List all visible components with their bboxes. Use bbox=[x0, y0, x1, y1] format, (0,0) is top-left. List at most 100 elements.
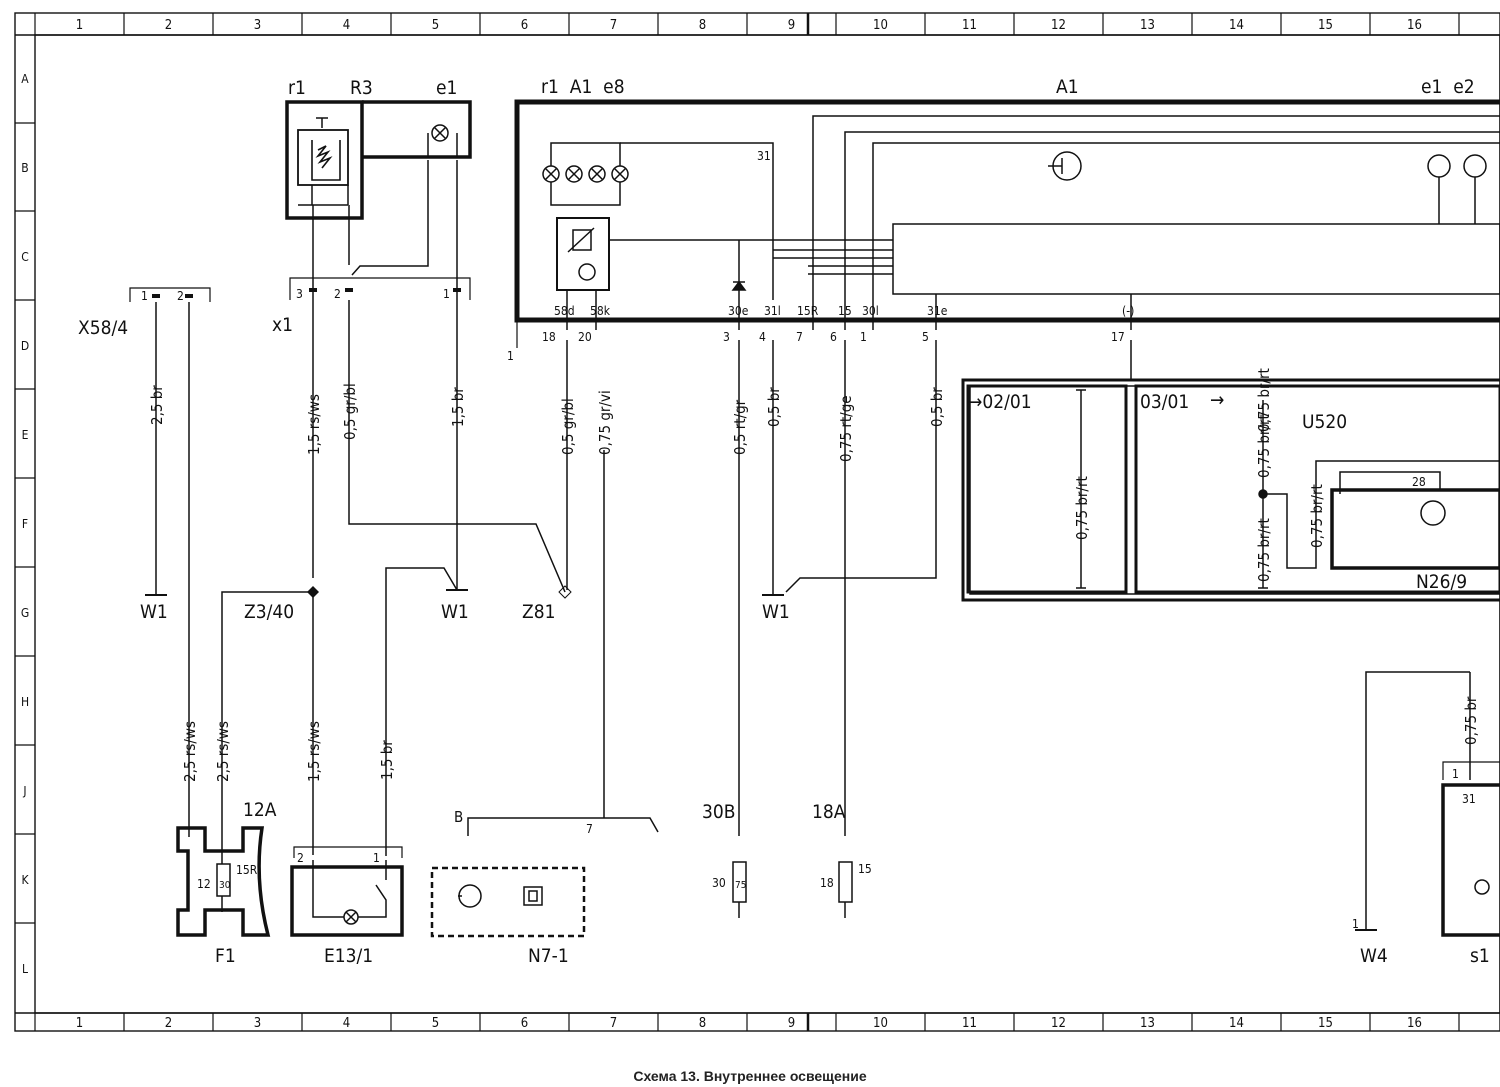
wire-0201: 0,75 br/rt bbox=[1073, 476, 1091, 540]
label-a1: A1 bbox=[1056, 76, 1079, 98]
wire-x1-3: 1,5 rs/ws bbox=[305, 394, 323, 455]
grid-row-label: C bbox=[21, 250, 29, 264]
pin-s1-31: 31 bbox=[1462, 792, 1476, 806]
grid-column-label: 3 bbox=[254, 18, 261, 33]
pin-c6: 6 bbox=[830, 330, 837, 344]
grid-column-label: 10 bbox=[873, 1016, 888, 1031]
grid-column-label: 6 bbox=[521, 18, 528, 33]
grid-column-label: 3 bbox=[254, 1016, 261, 1031]
pin-f1-12: 12 bbox=[197, 877, 211, 891]
pin-s1-1: 1 bbox=[1452, 767, 1459, 781]
wire-s1: 0,75 br bbox=[1462, 696, 1480, 745]
label-12a: 12A bbox=[243, 799, 277, 821]
pin-c4: 4 bbox=[759, 330, 766, 344]
grid-column-label: 16 bbox=[1407, 1016, 1422, 1031]
grid-column-label: 14 bbox=[1229, 18, 1244, 33]
wire-x1-2: 0,5 gr/bl bbox=[341, 383, 359, 440]
grid-column-label: 12 bbox=[1051, 1016, 1066, 1031]
label-w4: W4 bbox=[1360, 945, 1388, 967]
label-u520: U520 bbox=[1302, 411, 1347, 433]
grid-column-label: 11 bbox=[962, 18, 977, 33]
grid-row-label: D bbox=[21, 339, 29, 353]
a1-cluster-outline bbox=[514, 99, 1500, 323]
grid-column-label: 1 bbox=[76, 1016, 83, 1031]
pin-x1-1: 1 bbox=[443, 287, 450, 301]
wire-0301d: 0,75 br/rt bbox=[1255, 368, 1273, 432]
wire-0301b: 0,75 br/rt bbox=[1255, 518, 1273, 582]
pin-fuse30-75: 75 bbox=[735, 880, 746, 891]
label-02-01: →02/01 bbox=[968, 391, 1032, 413]
pin-c20: 20 bbox=[578, 330, 592, 344]
pin-30e: 30e bbox=[728, 304, 749, 318]
grid-column-label: 9 bbox=[788, 18, 795, 33]
wire-30e: 0,5 rt/gr bbox=[731, 399, 749, 455]
pin-c17: 17 bbox=[1111, 330, 1125, 344]
pin-c1-left: 1 bbox=[507, 349, 514, 363]
label-e13-1: E13/1 bbox=[324, 945, 373, 967]
label-s1: s1 bbox=[1470, 945, 1490, 967]
grid-column-label: 6 bbox=[521, 1016, 528, 1031]
pin-n26-28: 28 bbox=[1412, 475, 1426, 489]
grid-column-label: 15 bbox=[1318, 18, 1333, 33]
grid-column-label: 2 bbox=[165, 1016, 172, 1031]
grid-row-label: B bbox=[21, 161, 28, 175]
label-e1-e2: e1 e2 bbox=[1421, 76, 1475, 98]
grid-column-label: 7 bbox=[610, 1016, 617, 1031]
wire-f1b: 2,5 rs/ws bbox=[214, 721, 232, 782]
grid-column-label: 8 bbox=[699, 18, 706, 33]
label-x1: x1 bbox=[272, 314, 293, 336]
grid-column-label: 4 bbox=[343, 1016, 350, 1031]
pin-58k: 58k bbox=[590, 304, 611, 318]
grid-row-label: G bbox=[21, 606, 29, 620]
grid-row-label: J bbox=[22, 784, 26, 798]
label-r1: r1 bbox=[288, 77, 306, 99]
label-f1: F1 bbox=[215, 945, 236, 967]
pin-fuse30-30: 30 bbox=[712, 876, 726, 890]
grid-row-label: L bbox=[22, 962, 28, 976]
wire-58d: 0,5 gr/bl bbox=[559, 398, 577, 455]
pin-31-inner: 31 bbox=[757, 149, 771, 163]
wire-58k: 0,75 gr/vi bbox=[596, 390, 614, 455]
wire-0301a: 0,75 br/rt bbox=[1255, 414, 1273, 478]
wire-x1-1: 1,5 br bbox=[449, 387, 467, 427]
pin-x58-1: 1 bbox=[141, 289, 148, 303]
wire-15: 0,75 rt/ge bbox=[837, 395, 855, 462]
pin-e13-2: 2 bbox=[297, 851, 304, 865]
wire-0301c: 0,75 br/rt bbox=[1308, 484, 1326, 548]
pin-c3: 3 bbox=[723, 330, 730, 344]
grid-column-label: 13 bbox=[1140, 18, 1155, 33]
grid-column-label: 11 bbox=[962, 1016, 977, 1031]
grid-column-label: 8 bbox=[699, 1016, 706, 1031]
grid-column-label: 2 bbox=[165, 18, 172, 33]
pin-x58-2: 2 bbox=[177, 289, 184, 303]
label-n7-1: N7-1 bbox=[528, 945, 569, 967]
label-18a: 18A bbox=[812, 801, 846, 823]
pin-30l: 30l bbox=[862, 304, 879, 318]
label-03-01: 03/01 bbox=[1140, 391, 1189, 413]
label-x58-4: X58/4 bbox=[78, 317, 128, 339]
outer-frame bbox=[14, 12, 1500, 1032]
pin-58d: 58d bbox=[554, 304, 575, 318]
pin-c7: 7 bbox=[796, 330, 803, 344]
grid-column-label: 9 bbox=[788, 1016, 795, 1031]
label-w1-left: W1 bbox=[140, 601, 168, 623]
pin-31l: 31l bbox=[764, 304, 781, 318]
grid-row-label: K bbox=[21, 873, 29, 887]
grid-column-label: 5 bbox=[432, 1016, 439, 1031]
pin-w4-1: 1 bbox=[1352, 917, 1359, 931]
wire-31e: 0,5 br bbox=[928, 387, 946, 427]
grid-column-label: 1 bbox=[76, 18, 83, 33]
pin-x1-2: 2 bbox=[334, 287, 341, 301]
wire-e13a: 1,5 rs/ws bbox=[305, 721, 323, 782]
label-w1-right: W1 bbox=[762, 601, 790, 623]
pin-31e: 31e bbox=[927, 304, 948, 318]
label-z81: Z81 bbox=[522, 601, 555, 623]
diagram-caption: Схема 13. Внутреннее освещение bbox=[633, 1068, 867, 1084]
grid-column-label: 15 bbox=[1318, 1016, 1333, 1031]
grid-column-label: 12 bbox=[1051, 18, 1066, 33]
pin-f1-30: 30 bbox=[219, 880, 231, 891]
wire-e13b: 1,5 br bbox=[378, 740, 396, 780]
label-b: B bbox=[454, 808, 463, 826]
grid-column-label: 14 bbox=[1229, 1016, 1244, 1031]
